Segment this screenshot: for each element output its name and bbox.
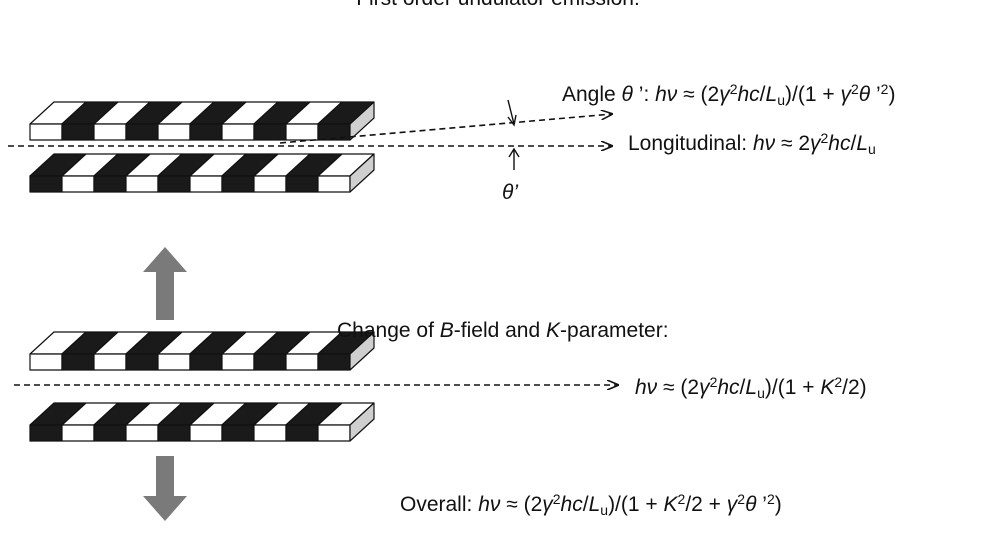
longitudinal-formula: hν ≈ 2γ2hc/Lu [752,130,876,157]
magnet-block-front [253,353,287,371]
longitudinal-emission-label: Longitudinal: hν ≈ 2γ2hc/Lu [628,131,876,157]
angle-formula: θ ’: hν ≈ (2γ2hc/Lu)/(1 + γ2θ ’2) [621,81,896,108]
top-magnet-array-1 [29,101,375,141]
bottom-magnet-array-1 [29,153,375,193]
magnet-block-front [253,424,287,442]
theta-angle-arrow-lower [508,147,520,170]
k-parameter-formula: hν ≈ (2γ2hc/Lu)/(1 + K2/2) [635,374,867,401]
magnet-block-front [125,353,159,371]
up-movement-arrow [143,247,187,320]
magnet-block-front [221,424,255,442]
magnet-block-front [221,175,255,193]
magnet-block-front [157,424,191,442]
diagram-title: First order undulator emission: [0,0,996,12]
magnet-block-front [189,424,223,442]
theta-label: θ’ [502,181,519,204]
magnet-block-front [157,123,191,141]
magnet-block-front [285,175,319,193]
magnet-block-front [93,123,127,141]
magnet-block-front [253,175,287,193]
magnet-block-front [317,353,351,371]
angle-emission-label: Angle θ ’: hν ≈ (2γ2hc/Lu)/(1 + γ2θ ’2) [562,82,895,108]
magnet-block-front [285,424,319,442]
magnet-block-front [125,123,159,141]
magnet-block-front [61,424,95,442]
magnet-block-front [157,175,191,193]
magnet-block-front [61,123,95,141]
magnet-block-front [93,424,127,442]
magnet-block-front [189,123,223,141]
overall-formula-label: Overall: hν ≈ (2γ2hc/Lu)/(1 + K2/2 + γ2θ… [400,492,782,518]
magnet-block-front [317,175,351,193]
magnet-block-front [125,175,159,193]
magnet-block-front [221,353,255,371]
overall-formula: hν ≈ (2γ2hc/Lu)/(1 + K2/2 + γ2θ ’2) [478,491,782,518]
magnet-block-front [285,353,319,371]
overall-prefix: Overall: [400,493,479,516]
magnet-end-face [349,101,375,141]
magnet-block-front [93,175,127,193]
magnet-block-front [29,123,63,141]
bfield-change-label: Change of B-field and K-parameter: [337,319,669,342]
angled-emission-line [279,114,612,144]
theta-angle-arrow-upper [507,99,517,127]
magnet-block-front [285,123,319,141]
top-magnet-array-2 [29,331,375,371]
down-movement-arrow [143,456,187,521]
magnet-end-face [349,402,375,442]
magnet-block-front [125,424,159,442]
magnet-end-face [349,153,375,193]
magnet-block-front [189,353,223,371]
magnet-block-front [317,424,351,442]
magnet-block-front [93,353,127,371]
magnet-block-front [29,424,63,442]
magnet-block-front [61,353,95,371]
magnet-block-front [221,123,255,141]
magnet-block-front [157,353,191,371]
magnet-block-front [61,175,95,193]
magnet-block-front [189,175,223,193]
magnet-block-front [253,123,287,141]
bottom-magnet-array-2 [29,402,375,442]
longitudinal-prefix: Longitudinal: [628,132,753,155]
magnet-block-front [29,175,63,193]
magnet-block-front [29,353,63,371]
magnet-end-face [349,331,375,371]
angle-prefix: Angle [562,83,622,106]
